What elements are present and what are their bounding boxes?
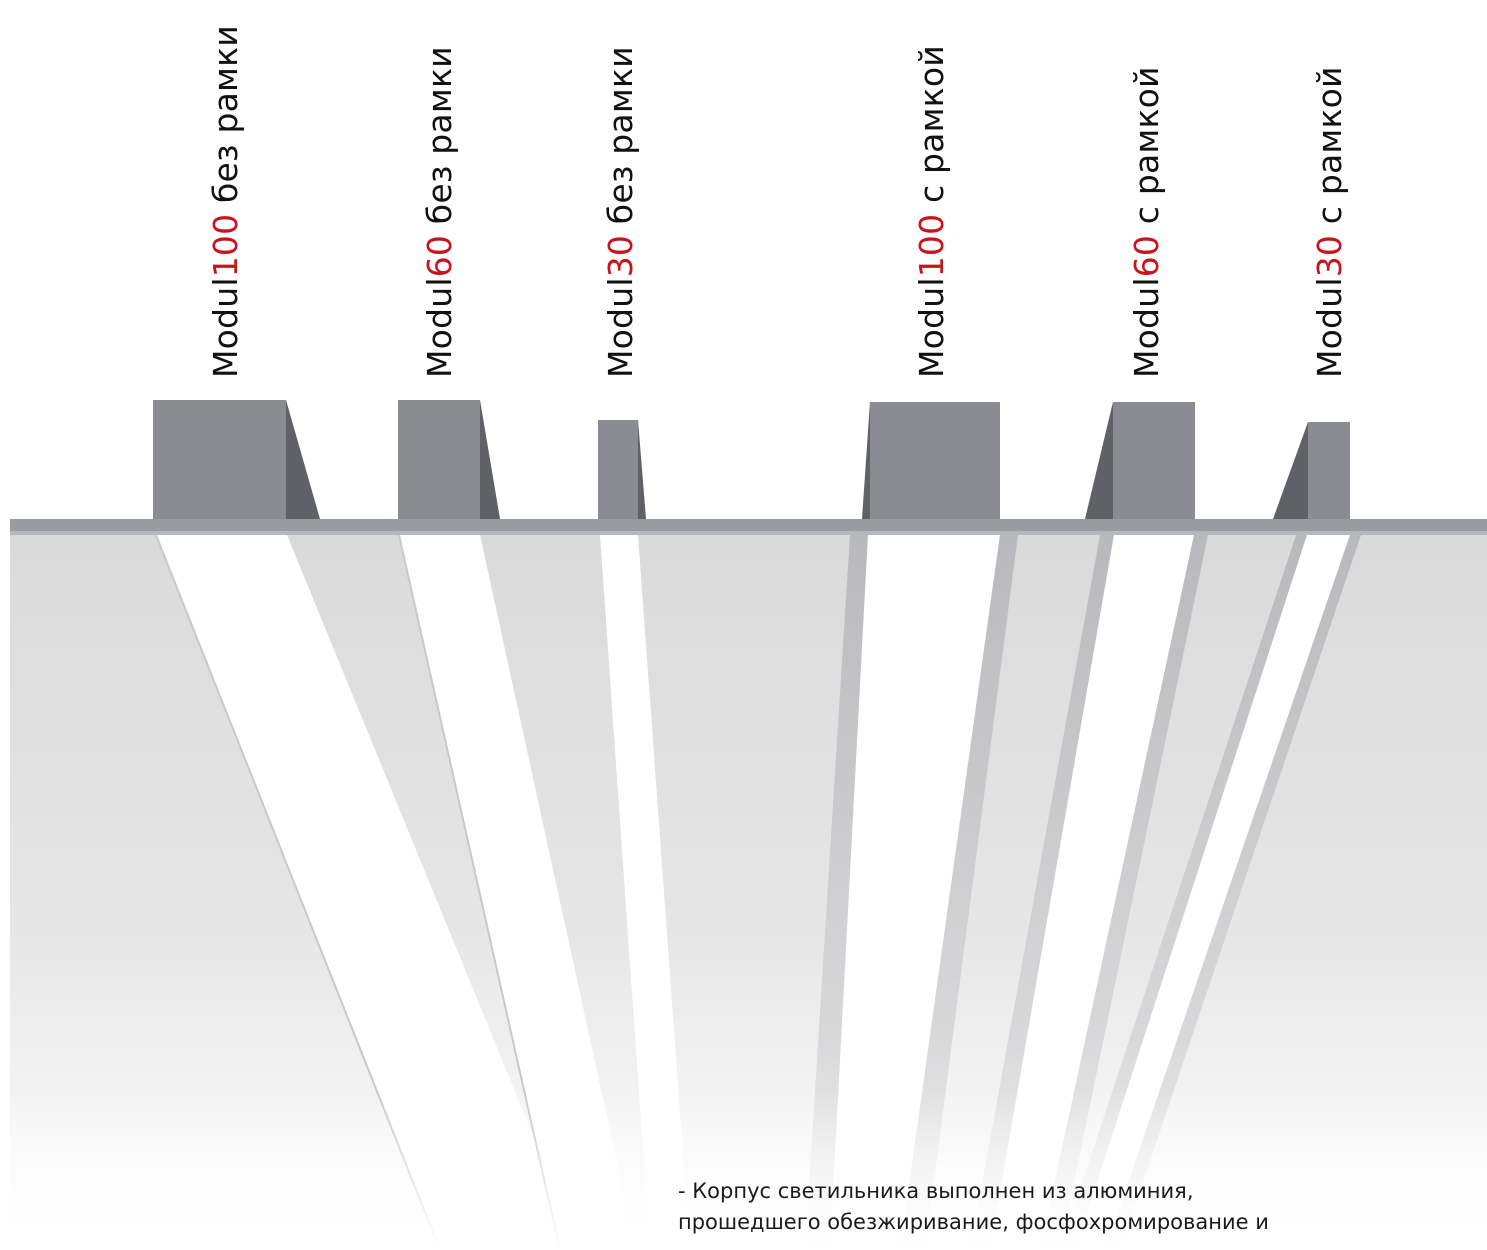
label-prefix: Modul bbox=[912, 277, 951, 378]
light-strip-modul100-framed bbox=[830, 535, 1000, 1250]
light-strip-modul60-framed bbox=[990, 535, 1194, 1250]
label-prefix: Modul bbox=[601, 277, 640, 378]
light-strip-modul60 bbox=[399, 535, 636, 1250]
label-suffix: без рамки bbox=[601, 46, 640, 235]
bottom-fade bbox=[0, 1090, 1487, 1250]
ceiling-edge-highlight bbox=[10, 531, 1487, 535]
profile-modul100-framed bbox=[870, 402, 1000, 519]
profile-modul30 bbox=[598, 420, 638, 519]
profile-side-modul30 bbox=[638, 420, 646, 519]
frame-right-modul30 bbox=[1105, 535, 1361, 1250]
description-text: - Корпус светильника выполнен из алюмини… bbox=[678, 1176, 1478, 1238]
profile-modul60-framed bbox=[1113, 402, 1195, 519]
frame-left-modul100 bbox=[805, 535, 868, 1250]
profile-side-modul100 bbox=[286, 400, 320, 519]
frame-left-modul60 bbox=[970, 535, 1114, 1250]
profiles-no-frame bbox=[153, 400, 646, 519]
frame-right-modul100 bbox=[900, 535, 1018, 1250]
label-suffix: с рамкой bbox=[1127, 66, 1166, 235]
label-size: 30 bbox=[601, 234, 640, 278]
light-strip-modul30 bbox=[600, 535, 690, 1250]
profile-side-modul60-framed bbox=[1085, 402, 1113, 519]
profile-side-modul30-framed bbox=[1273, 422, 1308, 519]
light-strips bbox=[155, 534, 1361, 1250]
profiles-with-frame bbox=[862, 402, 1350, 519]
frame-left-modul30 bbox=[1060, 535, 1307, 1250]
profile-side-modul100-framed bbox=[862, 402, 870, 519]
light-strip-modul100 bbox=[156, 535, 580, 1250]
label-prefix: Modul bbox=[1310, 277, 1349, 378]
frame-right-modul60 bbox=[1040, 535, 1208, 1250]
profile-modul60 bbox=[398, 400, 480, 519]
profile-side-modul60 bbox=[480, 400, 500, 519]
label-size: 100 bbox=[206, 213, 245, 278]
label-prefix: Modul bbox=[420, 277, 459, 378]
label-size: 100 bbox=[912, 213, 951, 278]
profile-modul30-framed bbox=[1308, 422, 1350, 519]
description-line-1: - Корпус светильника выполнен из алюмини… bbox=[678, 1179, 1194, 1203]
label-size: 30 bbox=[1310, 234, 1349, 278]
description-line-2: прошедшего обезжиривание, фосфохромирова… bbox=[678, 1210, 1269, 1234]
label-size: 60 bbox=[420, 234, 459, 278]
label-size: 60 bbox=[1127, 234, 1166, 278]
label-suffix: с рамкой bbox=[1310, 66, 1349, 235]
profile-modul100 bbox=[153, 400, 286, 519]
label-prefix: Modul bbox=[206, 277, 245, 378]
label-suffix: с рамкой bbox=[912, 45, 951, 214]
label-prefix: Modul bbox=[1127, 277, 1166, 378]
label-suffix: без рамки bbox=[420, 46, 459, 235]
light-strip-modul30-framed bbox=[1075, 535, 1350, 1250]
label-suffix: без рамки bbox=[206, 25, 245, 214]
